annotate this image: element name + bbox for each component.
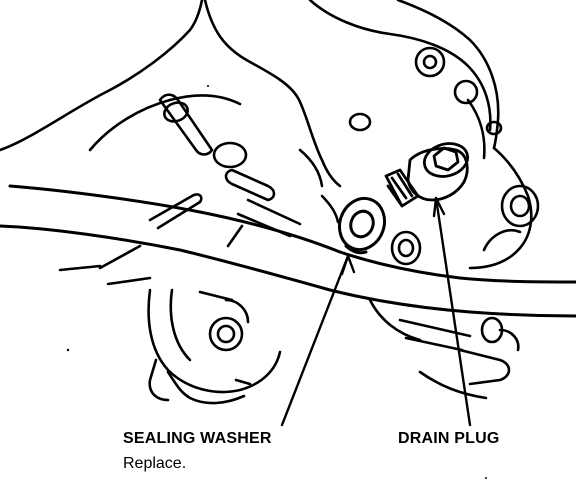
frame-member [0, 184, 576, 318]
side-fins [58, 193, 244, 286]
drain-plug-label: DRAIN PLUG [398, 430, 500, 447]
casting-boss [453, 79, 479, 105]
hex-socket [432, 146, 460, 172]
casting-boss [397, 238, 415, 258]
right-linkages [368, 184, 540, 400]
casting-bosses [163, 46, 503, 266]
sealing-washer [337, 196, 387, 255]
lower-bracket [147, 288, 282, 405]
casting-boss [348, 112, 372, 132]
linkage-joint [500, 184, 540, 228]
linkage-joint [480, 316, 504, 344]
casting-boss [212, 141, 248, 169]
bracket-bolt [216, 324, 236, 344]
sealing-washer-leader [280, 254, 350, 427]
drain-plug-leader-arrow [432, 196, 446, 218]
casting-boss [390, 230, 422, 266]
drain-plug [384, 142, 470, 208]
casting-boss [163, 101, 189, 123]
casting-boss [414, 46, 446, 78]
leader-lines [280, 196, 472, 427]
casting-boss [485, 120, 503, 136]
bracket-bolt [208, 316, 244, 352]
plug-head [422, 142, 470, 178]
sealing-washer-label: SEALING WASHER [123, 430, 272, 447]
sealing-washer-leader-arrow [340, 254, 356, 276]
linkage-joint [509, 194, 531, 218]
drain-plug-leader [434, 196, 472, 427]
sealing-washer-note: Replace. [123, 455, 187, 472]
scan-specks [66, 85, 487, 479]
casting-boss [422, 54, 438, 70]
